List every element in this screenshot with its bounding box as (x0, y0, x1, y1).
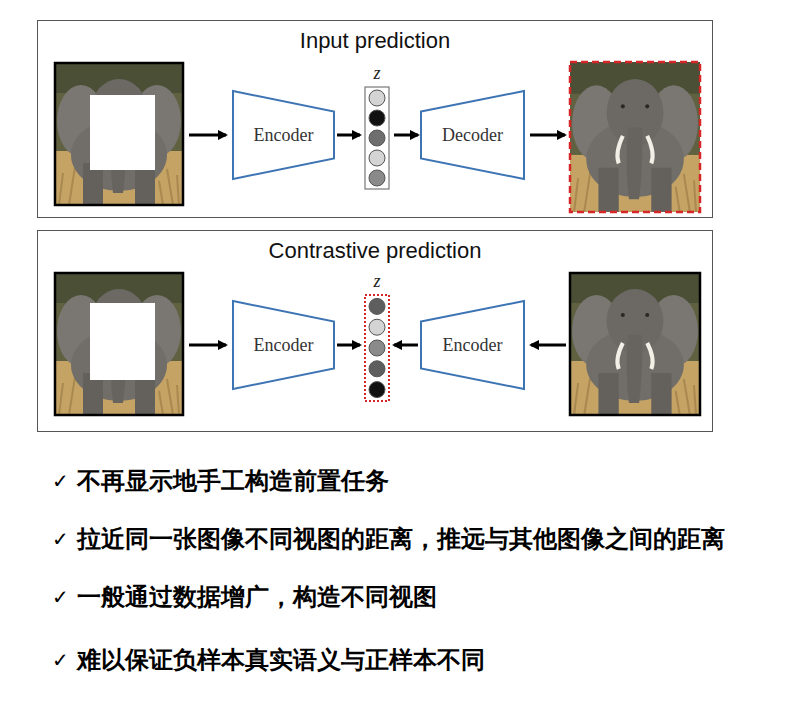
label-column: Encoder (420, 300, 525, 390)
latent-label: z (373, 272, 380, 290)
bullet-text: 难以保证负样本真实语义与正样本不同 (77, 645, 485, 675)
vector-cell (369, 110, 385, 126)
vector-cell (369, 150, 385, 166)
module-label: Encoder (254, 125, 314, 145)
title-column: Input prediction (38, 27, 712, 55)
decoder-trapezoid: Decoder (420, 90, 525, 180)
flow-arrow (394, 134, 418, 137)
check-mark: ✓ (52, 524, 69, 554)
title-column: Contrastive prediction (38, 237, 712, 265)
encoder-trapezoid: Encoder (232, 300, 335, 390)
vector-cell (369, 361, 385, 377)
vector-cell (369, 382, 385, 398)
vector-frame (365, 295, 389, 401)
vector-cell (369, 90, 385, 106)
check-mark: ✓ (52, 645, 69, 675)
vector-cell (369, 319, 385, 335)
masked-elephant-image (55, 63, 183, 205)
bullet-text: 拉近同一张图像不同视图的距离，推远与其他图像之间的距离 (77, 524, 725, 554)
module-label: Encoder (443, 335, 503, 355)
latent-vector: z (362, 272, 392, 402)
label-column: Encoder (232, 90, 335, 180)
latent-vector-cells (362, 294, 392, 402)
bullet-text: 不再显示地手工构造前置任务 (77, 466, 389, 496)
panel-title: Contrastive prediction (269, 237, 482, 265)
vector-cell (369, 298, 385, 314)
vector-cell (369, 130, 385, 146)
masked-elephant-image (55, 273, 183, 415)
vector-cell (369, 340, 385, 356)
latent-vector: z (362, 64, 392, 190)
module-label: Encoder (254, 335, 314, 355)
panel-box: Contrastive predictionEncoder zEncoder (37, 230, 713, 432)
check-mark: ✓ (52, 466, 69, 496)
label-column: Encoder (232, 300, 335, 390)
label-column: z (362, 64, 392, 82)
panel-box: Input predictionEncoder zDecoder (37, 20, 713, 218)
encoder-trapezoid: Encoder (232, 90, 335, 180)
encoder-trapezoid: Encoder (420, 300, 525, 390)
flow-arrow (337, 134, 360, 137)
full-elephant-image (570, 273, 700, 415)
module-label: Decoder (442, 125, 503, 145)
trapezoid-outline (233, 301, 334, 389)
label-column: z (362, 272, 392, 290)
check-mark: ✓ (52, 582, 69, 612)
vector-cell (369, 170, 385, 186)
panel-title: Input prediction (300, 27, 450, 55)
latent-vector-cells (362, 86, 392, 190)
flow-arrow (337, 344, 360, 347)
trapezoid-outline (421, 301, 524, 389)
label-column: Decoder (420, 90, 525, 180)
latent-label: z (373, 64, 380, 82)
flow-arrow (394, 344, 418, 347)
bullet-text: 一般通过数据增广，构造不同视图 (77, 582, 437, 612)
trapezoid-outline (421, 91, 524, 179)
vector-frame (365, 87, 389, 189)
reconstructed-elephant-image (570, 62, 700, 212)
trapezoid-outline (233, 91, 334, 179)
